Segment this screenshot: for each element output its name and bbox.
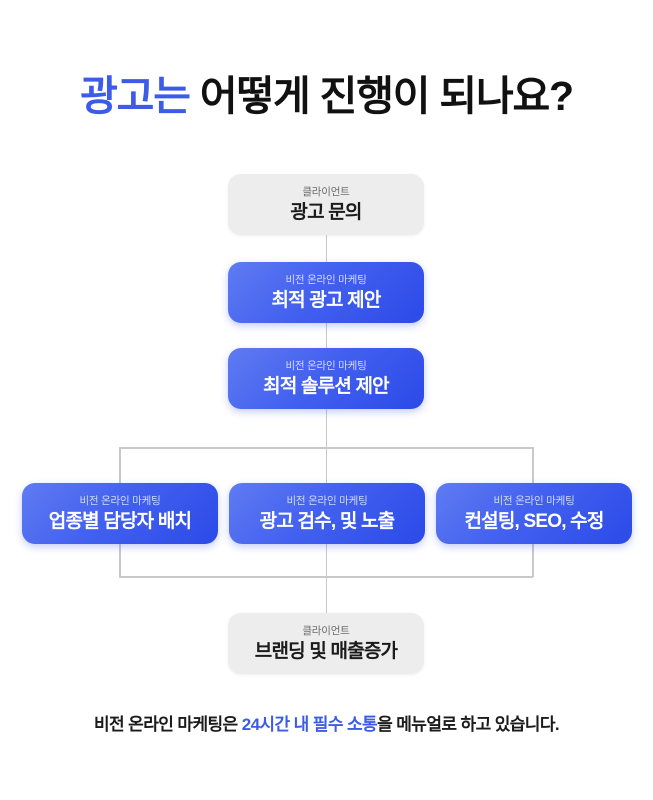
flow-node-label: 컨설팅, SEO, 수정 [464, 510, 604, 532]
page-title-highlight: 광고는 [80, 73, 191, 119]
flow-node-label: 광고 문의 [290, 201, 362, 223]
flow-node-label: 최적 솔루션 제안 [263, 375, 390, 397]
footer-note-highlight: 24시간 내 필수 소통 [241, 715, 378, 734]
connector-proposal-to-solution [325, 323, 327, 348]
flow-node-review[interactable]: 비전 온라인 마케팅 광고 검수, 및 노출 [229, 483, 425, 544]
flow-node-kicker: 비전 온라인 마케팅 [285, 360, 367, 373]
merge-rise-middle [325, 543, 327, 577]
connector-solution-to-split [325, 409, 327, 448]
split-drop-middle [325, 447, 327, 483]
flow-node-kicker: 클라이언트 [302, 625, 350, 638]
footer-note-before: 비전 온라인 마케팅은 [93, 715, 242, 734]
page-title: 광고는 어떻게 진행이 되나요? [0, 62, 653, 122]
flow-node-solution[interactable]: 비전 온라인 마케팅 최적 솔루션 제안 [228, 348, 424, 409]
merge-rise-right [532, 543, 534, 577]
connector-merge-to-branding [325, 576, 327, 613]
split-drop-left [119, 447, 121, 483]
merge-rise-left [119, 543, 121, 577]
flow-node-kicker: 비전 온라인 마케팅 [285, 274, 367, 287]
page-title-rest: 어떻게 진행이 되나요? [199, 73, 574, 119]
split-drop-right [532, 447, 534, 483]
flow-node-manager[interactable]: 비전 온라인 마케팅 업종별 담당자 배치 [22, 483, 218, 544]
flow-node-kicker: 클라이언트 [302, 186, 350, 199]
flow-node-label: 업종별 담당자 배치 [48, 510, 192, 532]
connector-inquiry-to-proposal [325, 234, 327, 262]
footer-note-after: 을 메뉴얼로 하고 있습니다. [377, 715, 560, 734]
footer-note: 비전 온라인 마케팅은 24시간 내 필수 소통을 메뉴얼로 하고 있습니다. [0, 710, 653, 735]
flow-node-kicker: 비전 온라인 마케팅 [79, 495, 161, 508]
flow-node-branding[interactable]: 클라이언트 브랜딩 및 매출증가 [228, 613, 424, 674]
flow-node-inquiry[interactable]: 클라이언트 광고 문의 [228, 174, 424, 235]
flow-node-kicker: 비전 온라인 마케팅 [493, 495, 575, 508]
flow-node-kicker: 비전 온라인 마케팅 [286, 495, 368, 508]
flow-node-label: 브랜딩 및 매출증가 [254, 640, 398, 662]
flow-node-label: 광고 검수, 및 노출 [259, 510, 395, 532]
flow-node-label: 최적 광고 제안 [271, 289, 381, 311]
flow-node-consult[interactable]: 비전 온라인 마케팅 컨설팅, SEO, 수정 [436, 483, 632, 544]
flow-node-proposal[interactable]: 비전 온라인 마케팅 최적 광고 제안 [228, 262, 424, 323]
